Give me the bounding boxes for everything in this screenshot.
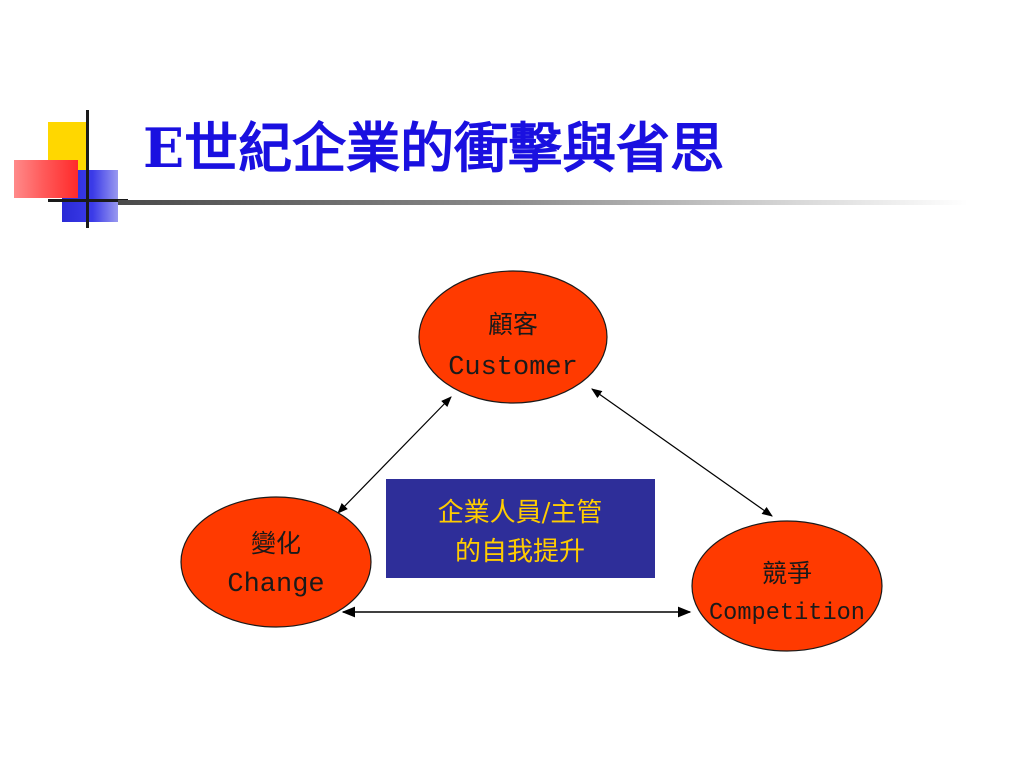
node-customer-label-zh: 顧客	[488, 311, 538, 341]
center-box-line2: 的自我提升	[455, 537, 585, 567]
arrow-customer-change	[337, 396, 452, 514]
node-customer: 顧客 Customer	[418, 270, 608, 404]
center-box-line1: 企業人員/主管	[438, 498, 603, 528]
node-change-label-en: Change	[227, 570, 324, 600]
arrow-customer-competition	[591, 388, 773, 517]
node-customer-label-en: Customer	[448, 353, 578, 383]
logo-horizontal-line	[48, 199, 128, 202]
node-change: 變化 Change	[180, 496, 372, 628]
node-competition: 競爭 Competition	[691, 520, 883, 652]
node-competition-label-zh: 競爭	[762, 560, 812, 590]
center-box: 企業人員/主管 的自我提升	[386, 479, 655, 578]
logo-red-square	[14, 160, 78, 198]
node-change-label-zh: 變化	[251, 530, 301, 560]
slide-title: E世紀企業的衝擊與省思	[143, 116, 725, 180]
title-underline	[118, 200, 968, 205]
logo-vertical-line	[86, 110, 89, 228]
node-competition-label-en: Competition	[709, 600, 865, 627]
